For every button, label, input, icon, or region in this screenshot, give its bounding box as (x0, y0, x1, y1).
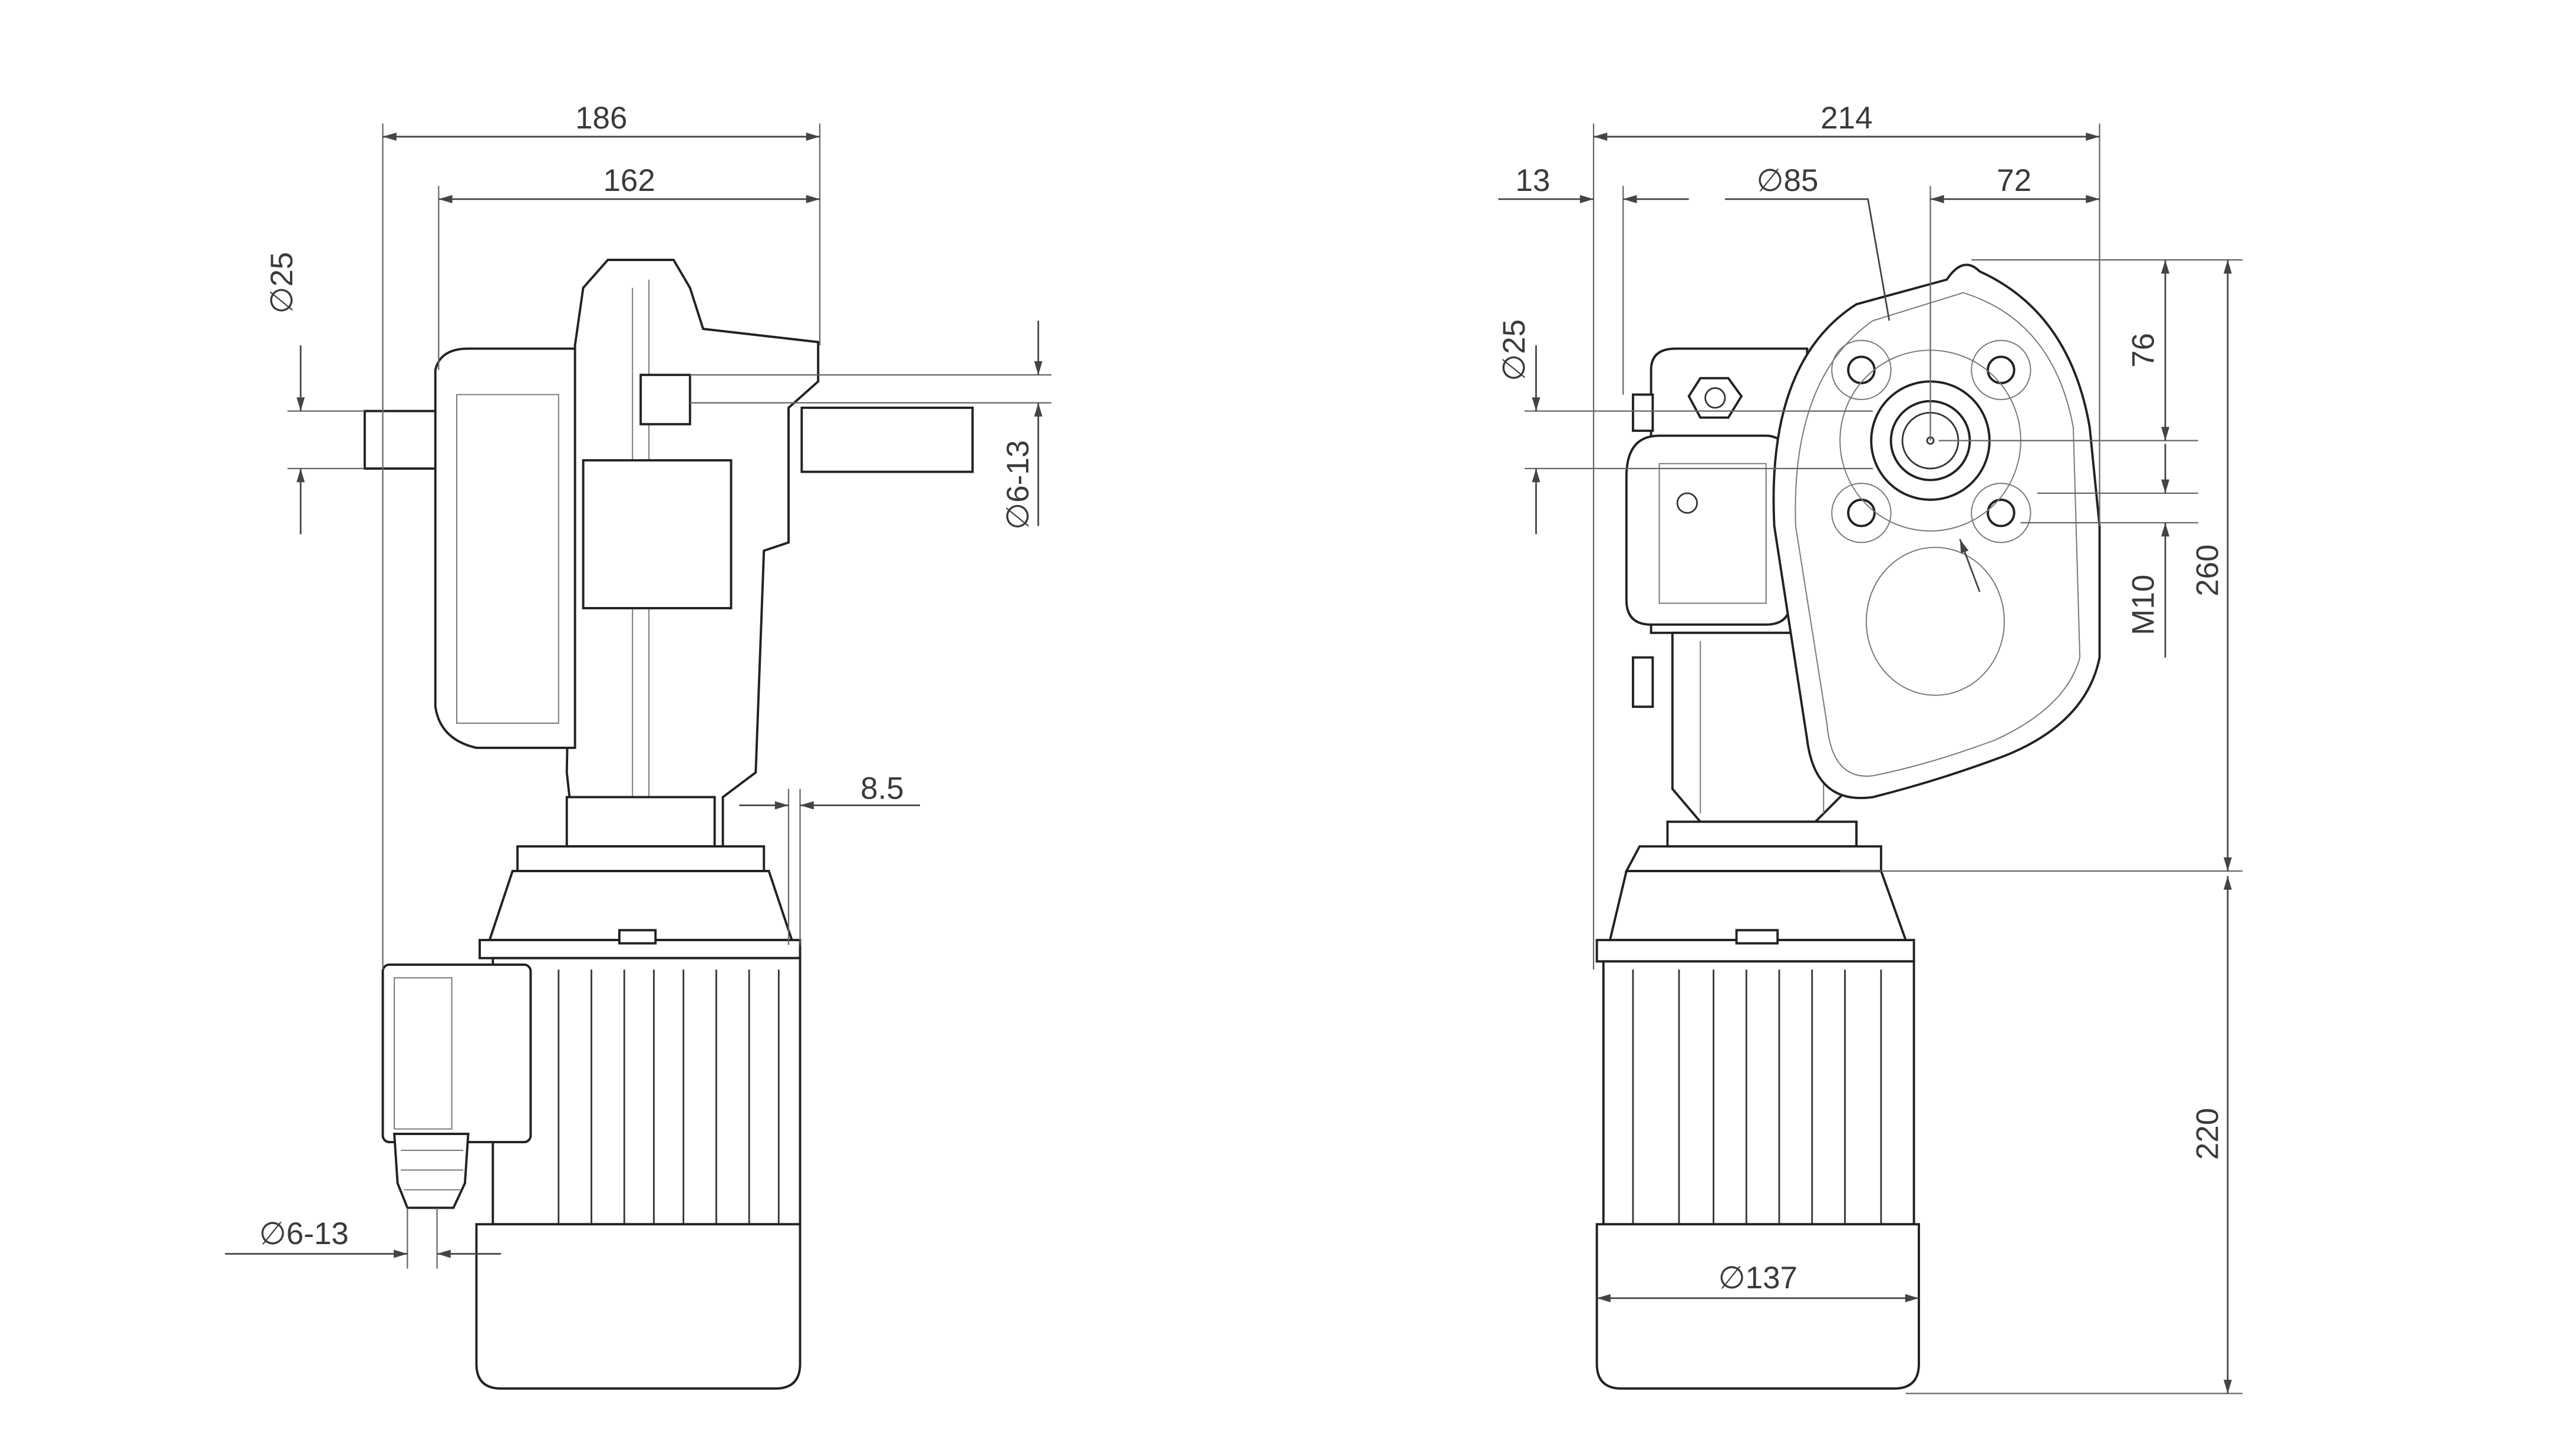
gearbox-casing (1772, 263, 2101, 799)
dim-gearbox-width: 162 (603, 163, 655, 198)
output-recess (1865, 546, 2005, 696)
dim-thread: M10 (2126, 575, 2161, 635)
side-view-drawing (363, 259, 974, 1390)
dim-shaft-to-edge: 72 (1997, 163, 2031, 198)
dim-bolt-circle: ∅85 (1756, 163, 1818, 198)
screw-icon (1676, 492, 1698, 514)
dim-cable-gland-bottom: ∅6-13 (259, 1216, 349, 1251)
dim-motor-diameter: ∅137 (1719, 1261, 1797, 1295)
front-motor-end-cap (1595, 1223, 1920, 1390)
front-view-dimensions: 214 13 ∅85 72 ∅25 76 M10 260 220 ∅137 (1497, 101, 2243, 1394)
dim-cable-gland-top: ∅6-13 (1001, 440, 1035, 530)
gear-housing (582, 459, 733, 609)
side-view-dimensions: 186 162 ∅25 ∅6-13 8.5 ∅6-13 (225, 101, 1052, 1269)
motor-body (492, 956, 802, 1226)
cable-gland (392, 1133, 470, 1209)
dim-gearbox-height: 260 (2190, 545, 2225, 596)
dim-motor-height: 220 (2190, 1108, 2225, 1160)
terminal-box (381, 963, 532, 1143)
right-shaft (800, 406, 974, 473)
dim-front-shaft-diameter: ∅25 (1497, 319, 1532, 381)
front-motor-body (1602, 960, 1915, 1226)
motor-end-cap (475, 1223, 802, 1390)
dim-front-overall-width: 214 (1820, 101, 1872, 136)
front-view-drawing (1595, 263, 2101, 1390)
dim-shaft-diameter: ∅25 (265, 252, 299, 314)
dim-left-offset: 13 (1515, 163, 1550, 198)
nut-icon (1687, 377, 1743, 419)
dim-offset: 8.5 (860, 771, 904, 806)
dim-overall-width: 186 (575, 101, 627, 136)
gearbox-cover (434, 347, 576, 749)
dim-shaft-height: 76 (2126, 333, 2161, 368)
